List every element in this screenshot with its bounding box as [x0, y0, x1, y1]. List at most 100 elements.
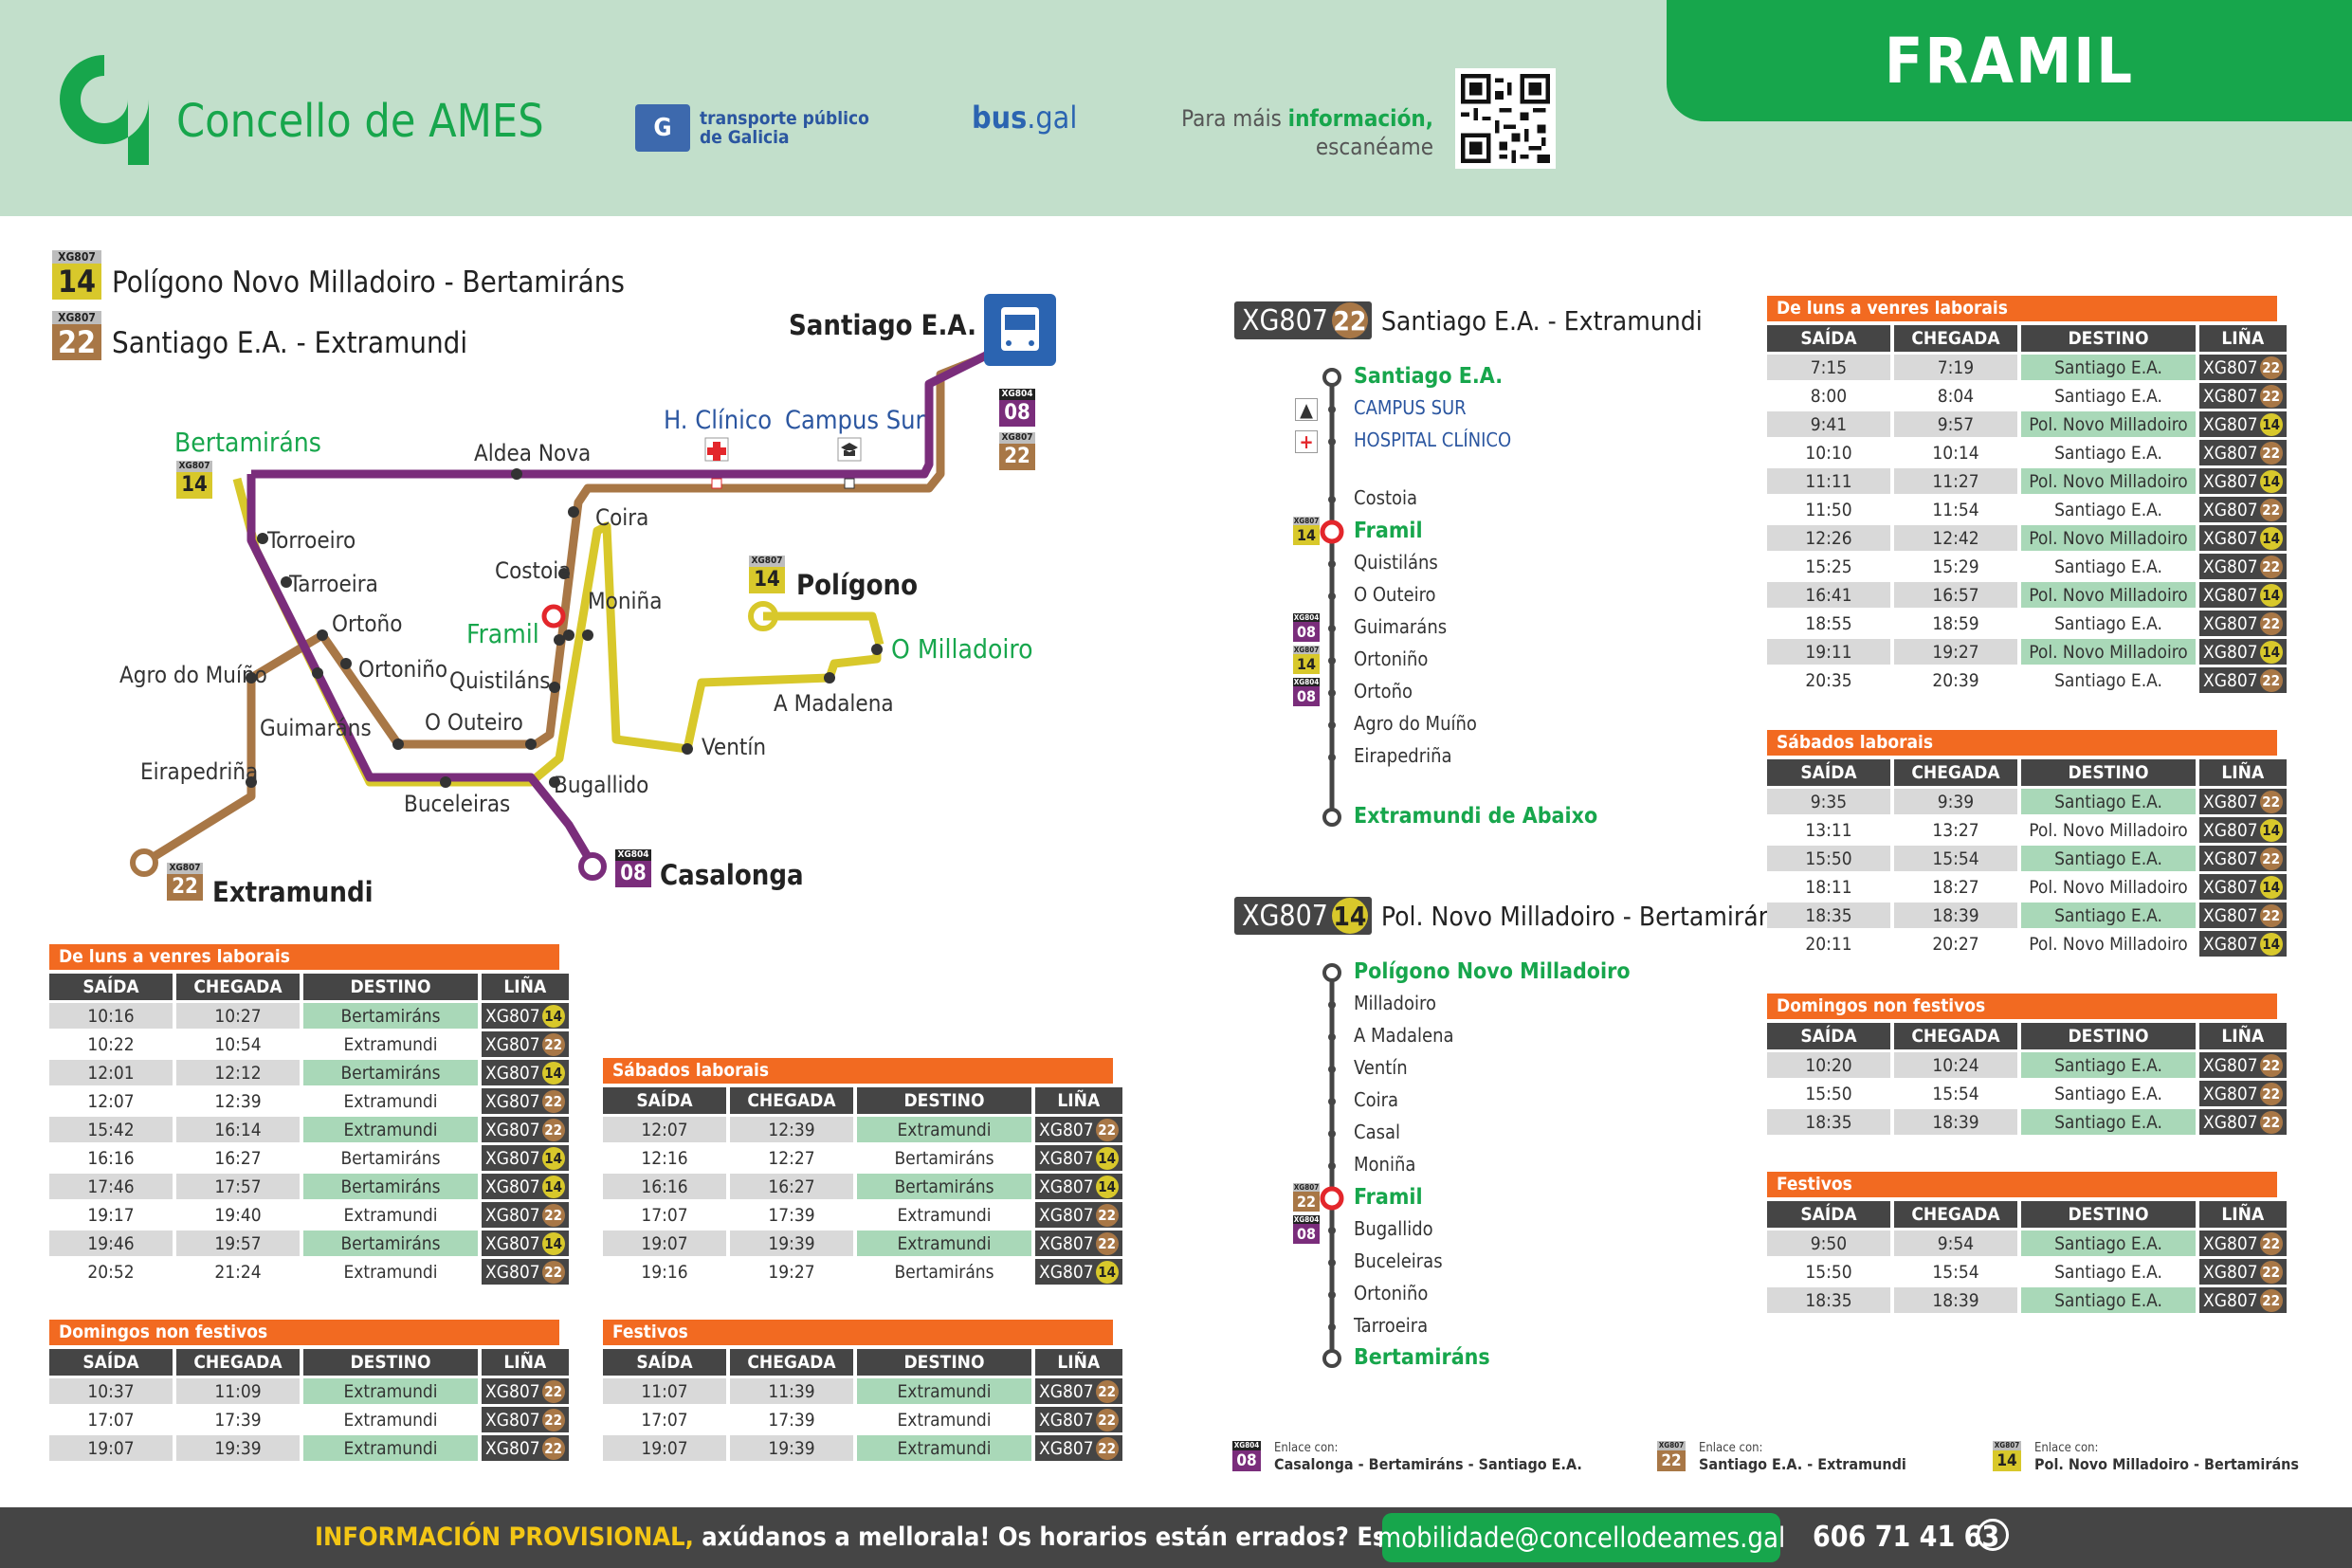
- cell-c: 16:27: [214, 1147, 262, 1169]
- route-stop: A Madalena: [1354, 1024, 1454, 1047]
- stop-marker: [1328, 1001, 1336, 1009]
- line-number: 22: [2259, 1110, 2283, 1134]
- cell-c: 17:39: [768, 1409, 815, 1431]
- column-header: LIÑA: [1035, 1349, 1122, 1376]
- link-22: Enlace con:Santiago E.A. - Extramundi: [1699, 1441, 1906, 1473]
- line-number: 14: [541, 1175, 565, 1198]
- line-number: 22: [541, 1436, 565, 1460]
- route-stop: Bugallido: [1354, 1217, 1433, 1240]
- qr-code[interactable]: [1455, 68, 1556, 169]
- map-label-poligono: Polígono: [796, 569, 919, 601]
- route22-line: [1320, 368, 1344, 827]
- column-header: DESTINO: [2021, 1201, 2196, 1228]
- map-label-monina: Moniña: [588, 588, 663, 614]
- map-label-guimarans: Guimaráns: [260, 715, 372, 741]
- stop-marker: [1328, 721, 1336, 729]
- line-number: 22: [541, 1379, 565, 1403]
- stop-marker: [1328, 1098, 1336, 1105]
- line-number: 14: [541, 1061, 565, 1085]
- cell-d: Bertamiráns: [303, 1060, 478, 1085]
- cell-d: Santiago E.A.: [2054, 612, 2162, 634]
- line-code: XG807: [485, 1232, 540, 1254]
- line-code: XG807: [2203, 413, 2258, 435]
- cell-c: 9:57: [1894, 411, 2017, 437]
- line-code: XG807: [485, 1147, 540, 1169]
- line-number: 22: [2259, 903, 2283, 927]
- line-number: 22: [2259, 1082, 2283, 1105]
- cell-c: 16:14: [176, 1117, 300, 1142]
- line-number: 22: [1095, 1408, 1119, 1431]
- cell-s: 9:50: [1767, 1231, 1890, 1256]
- route-stop: Quistiláns: [1354, 551, 1438, 574]
- stop-marker: [1328, 1130, 1336, 1138]
- cell-d: Santiago E.A.: [2054, 1083, 2162, 1104]
- map-label-tarroeira: Tarroeira: [289, 571, 378, 597]
- line-number: 14: [1095, 1146, 1119, 1170]
- stop-marker: [1328, 1323, 1336, 1331]
- column-header: SAÍDA: [603, 1087, 726, 1114]
- cell-s: 17:07: [641, 1409, 688, 1431]
- cell-s: 10:20: [1767, 1052, 1890, 1078]
- cell-d: Santiago E.A.: [2054, 385, 2162, 407]
- cell-d: Extramundi: [303, 1378, 478, 1404]
- line-code: XG807: [2203, 1083, 2258, 1104]
- stop-marker: [1322, 1349, 1341, 1368]
- route-stop: Ortoniño: [1354, 1282, 1429, 1304]
- cell-c: 17:57: [176, 1174, 300, 1199]
- cell-c: 19:27: [1894, 639, 2017, 665]
- line-code: XG807: [1039, 1204, 1094, 1226]
- cell-s: 10:10: [1805, 442, 1852, 464]
- line-code: XG807: [1039, 1261, 1094, 1283]
- cell-s: 19:07: [603, 1435, 726, 1461]
- route-stop: Framil: [1354, 1185, 1423, 1210]
- line-code: XG807: [2203, 1054, 2258, 1076]
- map-label-buceleiras: Buceleiras: [404, 791, 511, 817]
- legend-22-name: Santiago E.A. - Extramundi: [112, 326, 468, 360]
- left-weekdays-title: De luns a venres laborais: [49, 944, 559, 970]
- line-code: XG807: [2203, 848, 2258, 869]
- cell-c: 16:57: [1894, 582, 2017, 608]
- stop-marker: [1328, 1162, 1336, 1170]
- map-label-casalonga: Casalonga: [660, 859, 804, 891]
- cell-c: 18:39: [1894, 1109, 2017, 1135]
- column-header: DESTINO: [303, 1349, 478, 1376]
- line-number: 22: [541, 1260, 565, 1284]
- footer-email-link[interactable]: mobilidade@concellodeames.gal: [1377, 1513, 1785, 1562]
- left-holidays-title: Festivos: [603, 1320, 1113, 1345]
- cell-s: 16:16: [87, 1147, 135, 1169]
- column-header: DESTINO: [857, 1349, 1031, 1376]
- line-number: 22: [2259, 1231, 2283, 1255]
- cell-c: 18:39: [1894, 1287, 2017, 1313]
- cell-s: 18:35: [1767, 1109, 1890, 1135]
- footer-phone[interactable]: 606 71 41 63: [1813, 1521, 2000, 1554]
- stop-marker: [1328, 625, 1336, 632]
- cell-c: 11:09: [176, 1378, 300, 1404]
- cell-s: 10:22: [87, 1033, 135, 1055]
- cell-d: Pol. Novo Milladoiro: [2029, 933, 2188, 955]
- line-code: XG807: [2203, 470, 2258, 492]
- line-number: 22: [2259, 441, 2283, 465]
- cell-s: 19:07: [603, 1231, 726, 1256]
- cell-d: Pol. Novo Milladoiro: [2029, 876, 2188, 898]
- line-code: XG807: [2203, 819, 2258, 841]
- cell-s: 17:07: [87, 1409, 135, 1431]
